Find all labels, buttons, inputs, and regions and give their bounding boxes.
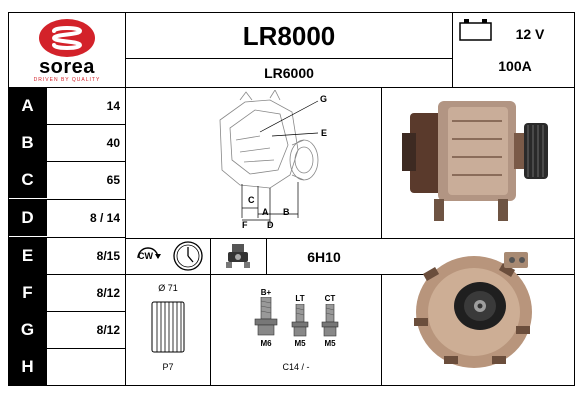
spec-value-c: 65 <box>106 173 120 187</box>
spec-value-g: 8/12 <box>96 323 120 337</box>
bolt-2-size: M5 <box>294 339 306 348</box>
diagram-label-g: G <box>320 94 328 104</box>
divider-h-low <box>125 274 575 275</box>
spec-letter-f: F <box>8 275 47 311</box>
border-top <box>8 12 575 13</box>
clock-position-value: 6H10 <box>307 248 341 265</box>
spec-value-a: 14 <box>106 99 120 113</box>
pulley-diameter: Ø 71 <box>158 283 178 293</box>
sub-model: LR6000 <box>264 65 314 81</box>
sorea-logo-icon <box>39 19 95 57</box>
amperage: 100A <box>498 58 532 74</box>
icon-divider-1 <box>210 238 211 274</box>
bolt-1-label: B+ <box>260 288 272 297</box>
row-sep-1 <box>8 124 126 125</box>
bolt-3-size: M5 <box>324 339 336 348</box>
divider-v3 <box>381 87 382 238</box>
bolt-lt-m5-icon <box>291 304 309 337</box>
bolt-2-label: LT <box>295 294 305 303</box>
connector-code: C14 / - <box>282 362 310 372</box>
bolt-m6-icon <box>254 297 278 336</box>
battery-icon <box>459 19 492 41</box>
row-sep-7 <box>8 348 126 349</box>
spec-letter-g: G <box>8 312 47 348</box>
row-sep-3 <box>8 199 126 200</box>
spec-letter-h: H <box>8 349 47 385</box>
divider-h-header <box>8 87 575 88</box>
border-bottom <box>8 385 575 386</box>
spec-letter-c: C <box>8 162 47 198</box>
row-sep-6 <box>8 311 126 312</box>
alternator-front-photo <box>414 252 532 368</box>
diagram-label-a: A <box>262 207 269 217</box>
model-title: LR8000 <box>242 20 336 51</box>
rotation-label: CW <box>138 251 153 261</box>
diagram-label-c: C <box>248 195 255 205</box>
spec-letter-d: D <box>8 200 47 236</box>
spec-letter-e: E <box>8 238 47 274</box>
bolt-1-size: M6 <box>260 339 272 348</box>
divider-v6 <box>266 238 267 274</box>
alternator-dimension-drawing <box>219 90 319 226</box>
pulley-type: P7 <box>162 362 174 372</box>
divider-v2 <box>452 12 453 87</box>
regulator-icon <box>226 244 250 268</box>
divider-h-model <box>125 58 452 59</box>
spec-value-b: 40 <box>106 136 120 150</box>
voltage: 12 V <box>515 26 545 42</box>
rotation-cw-icon <box>137 247 161 259</box>
brand-tagline: DRIVEN BY QUALITY <box>33 77 101 83</box>
diagram-label-d: D <box>267 220 274 230</box>
diagram-label-e: E <box>321 128 328 138</box>
spec-value-h <box>48 349 120 385</box>
alternator-side-photo <box>402 101 548 221</box>
clock-position-icon <box>173 241 203 271</box>
brand-name: sorea <box>39 56 95 78</box>
row-sep-4 <box>8 237 126 238</box>
bolt-ct-m5-icon <box>321 304 339 337</box>
divider-v5 <box>210 274 211 386</box>
spec-letter-b: B <box>8 125 47 161</box>
diagram-label-b: B <box>283 207 290 217</box>
diagram-label-f: F <box>242 220 248 230</box>
divider-v4 <box>381 274 382 386</box>
spec-value-f: 8/12 <box>96 286 120 300</box>
row-sep-2 <box>8 161 126 162</box>
bolt-3-label: CT <box>324 294 336 303</box>
spec-value-d: 8 / 14 <box>89 211 120 225</box>
spec-value-e: 8/15 <box>96 249 120 263</box>
row-sep-5 <box>8 274 126 275</box>
pulley-icon <box>151 301 185 353</box>
divider-h-mid <box>125 238 575 239</box>
spec-letter-a: A <box>8 88 47 124</box>
border-right <box>574 12 575 386</box>
